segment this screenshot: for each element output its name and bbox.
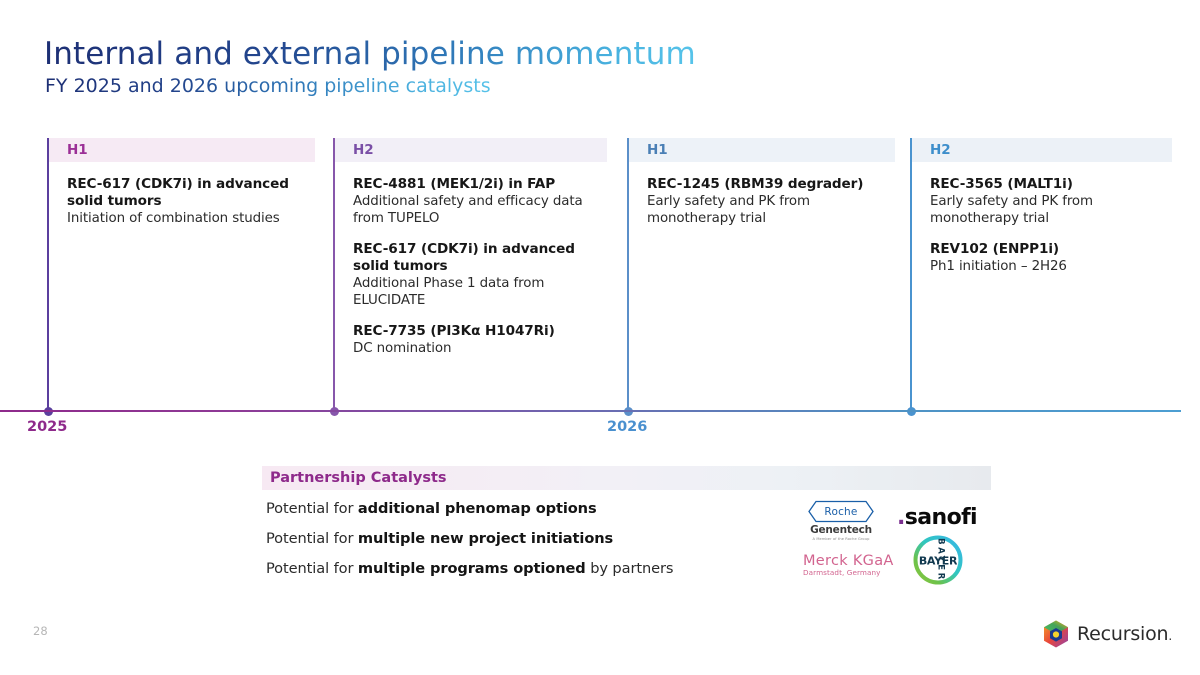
pipeline-item: REC-617 (CDK7i) in advanced solid tumors… (353, 241, 591, 309)
timeline-divider-2 (333, 138, 335, 412)
bayer-cross-icon: BAYER BAYER (913, 535, 963, 585)
column-body-2: REC-4881 (MEK1/2i) in FAP Additional saf… (335, 162, 607, 357)
column-header-1: H1 (49, 138, 315, 162)
partnership-line-3: Potential for multiple programs optioned… (266, 560, 674, 577)
partnership-catalysts-header: Partnership Catalysts (262, 466, 991, 490)
column-header-3: H1 (629, 138, 895, 162)
pipeline-item-detail: Additional safety and efficacy data from… (353, 194, 583, 226)
recursion-wordmark: Recursion. (1077, 623, 1172, 645)
timeline-year-2025: 2025 (27, 419, 68, 435)
column-body-4: REC-3565 (MALT1i) Early safety and PK fr… (912, 162, 1172, 275)
partnership-line-strong: multiple programs optioned (357, 560, 586, 577)
pipeline-item: REC-1245 (RBM39 degrader) Early safety a… (647, 176, 879, 227)
recursion-hexagon-icon (1044, 620, 1068, 648)
timeline-divider-1 (47, 138, 49, 412)
partnership-line-2: Potential for multiple new project initi… (266, 530, 613, 547)
page-title: Internal and external pipeline momentum (44, 36, 696, 72)
partnership-line-1: Potential for additional phenomap option… (266, 500, 597, 517)
pipeline-item-detail: Ph1 initiation – 2H26 (930, 259, 1067, 274)
svg-text:BAYER: BAYER (919, 555, 958, 568)
bayer-logo: BAYER BAYER (913, 535, 963, 585)
genentech-wordmark: Genentech (810, 524, 872, 536)
timeline-divider-3 (627, 138, 629, 412)
timeline-column-1[interactable]: H1 REC-617 (CDK7i) in advanced solid tum… (49, 138, 315, 227)
partnership-line-prefix: Potential for (266, 500, 358, 517)
pipeline-item: REC-3565 (MALT1i) Early safety and PK fr… (930, 176, 1156, 227)
pipeline-item-title: REV102 (ENPP1i) (930, 241, 1060, 257)
sanofi-accent-dot: . (897, 505, 905, 530)
timeline-column-4[interactable]: H2 REC-3565 (MALT1i) Early safety and PK… (912, 138, 1172, 275)
pipeline-item-title: REC-1245 (RBM39 degrader) (647, 176, 864, 192)
recursion-brand-text: Recursion (1077, 623, 1169, 645)
merck-wordmark: Merck KGaA (803, 553, 894, 569)
column-period-label: H2 (930, 142, 951, 158)
timeline-year-2026: 2026 (607, 419, 648, 435)
pipeline-item-detail: Early safety and PK from monotherapy tri… (930, 194, 1093, 226)
partnership-line-strong: multiple new project initiations (357, 530, 614, 547)
pipeline-item-detail: Initiation of combination studies (67, 211, 280, 226)
merck-location: Darmstadt, Germany (803, 568, 881, 577)
sanofi-logo: .sanofi (897, 505, 978, 530)
column-period-label: H1 (67, 142, 88, 158)
pipeline-item-title: REC-617 (CDK7i) in advanced solid tumors (67, 176, 289, 209)
roche-genentech-logo: Roche Genentech A Member of the Roche Gr… (808, 500, 874, 541)
roche-hexagon-icon: Roche (808, 500, 874, 523)
column-body-1: REC-617 (CDK7i) in advanced solid tumors… (49, 162, 315, 227)
pipeline-item-detail: Early safety and PK from monotherapy tri… (647, 194, 810, 226)
genentech-tagline: A Member of the Roche Group (812, 537, 870, 541)
column-header-2: H2 (335, 138, 607, 162)
column-header-4: H2 (912, 138, 1172, 162)
svg-text:BAYER: BAYER (936, 538, 946, 582)
pipeline-item-title: REC-4881 (MEK1/2i) in FAP (353, 176, 556, 192)
recursion-logo: Recursion. (1043, 620, 1172, 648)
pipeline-item-title: REC-617 (CDK7i) in advanced solid tumors (353, 241, 575, 274)
timeline-column-2[interactable]: H2 REC-4881 (MEK1/2i) in FAP Additional … (335, 138, 607, 357)
pipeline-item: REC-617 (CDK7i) in advanced solid tumors… (67, 176, 299, 227)
timeline-divider-4 (910, 138, 912, 412)
page-number: 28 (33, 624, 48, 638)
timeline-column-3[interactable]: H1 REC-1245 (RBM39 degrader) Early safet… (629, 138, 895, 227)
pipeline-item-title: REC-3565 (MALT1i) (930, 176, 1073, 192)
column-period-label: H2 (353, 142, 374, 158)
pipeline-item-detail: Additional Phase 1 data from ELUCIDATE (353, 276, 545, 308)
partnership-catalysts-title: Partnership Catalysts (270, 470, 447, 486)
partnership-line-suffix: by partners (585, 560, 674, 577)
pipeline-item-title: REC-7735 (PI3Kα H1047Ri) (353, 323, 555, 339)
timeline-axis (0, 410, 1181, 412)
pipeline-item: REC-4881 (MEK1/2i) in FAP Additional saf… (353, 176, 591, 227)
recursion-brand-mark: . (1168, 629, 1173, 643)
partnership-line-prefix: Potential for (266, 560, 358, 577)
roche-wordmark: Roche (824, 505, 858, 518)
column-period-label: H1 (647, 142, 668, 158)
merck-kgaa-logo: Merck KGaA Darmstadt, Germany (803, 553, 894, 577)
pipeline-item: REC-7735 (PI3Kα H1047Ri) DC nomination (353, 323, 591, 357)
pipeline-item: REV102 (ENPP1i) Ph1 initiation – 2H26 (930, 241, 1156, 275)
column-body-3: REC-1245 (RBM39 degrader) Early safety a… (629, 162, 895, 227)
sanofi-wordmark: sanofi (904, 505, 978, 530)
partnership-line-prefix: Potential for (266, 530, 358, 547)
page-subtitle: FY 2025 and 2026 upcoming pipeline catal… (45, 75, 491, 97)
pipeline-item-detail: DC nomination (353, 341, 452, 356)
partnership-line-strong: additional phenomap options (357, 500, 597, 517)
